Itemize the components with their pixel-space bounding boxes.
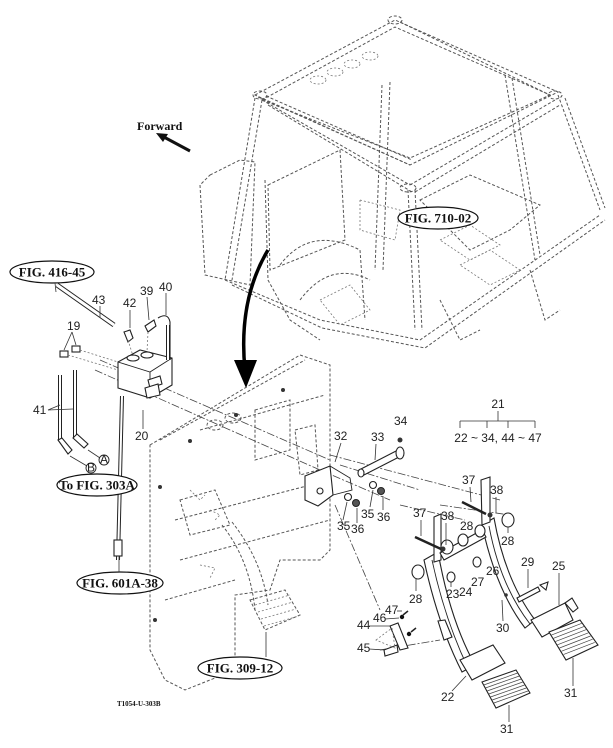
pad-rib	[492, 687, 527, 701]
pad-rib	[559, 635, 591, 649]
part-number: 29	[521, 555, 535, 569]
part-number: 30	[496, 621, 510, 635]
part-number: 36	[351, 522, 365, 536]
part-number: 28	[501, 534, 515, 548]
part-number: 41	[33, 403, 47, 417]
pad-rib	[493, 690, 529, 704]
part-number: 31	[564, 686, 578, 700]
part-number: 28	[409, 592, 423, 606]
ref-fig-601a-38[interactable]: FIG. 601A-38	[76, 556, 164, 595]
ref-label: To FIG. 303A	[59, 478, 135, 493]
part-number: 33	[371, 430, 385, 444]
pad-rib	[557, 632, 589, 646]
part-number: 44	[357, 618, 371, 632]
assembly-lines	[94, 359, 511, 651]
part-number: 37	[413, 506, 427, 520]
port-marker-b: B	[85, 461, 97, 475]
pad-rib	[483, 672, 518, 686]
ref-label: FIG. 710-02	[405, 211, 471, 226]
part-number: 34	[394, 414, 408, 428]
pad-rib	[550, 622, 583, 636]
part-number: 22	[441, 690, 455, 704]
pedal-assembly	[375, 476, 579, 681]
assembly-children: 22 ~ 34, 44 ~ 47	[454, 431, 542, 445]
cab-frame	[199, 15, 606, 349]
detail-arrow-icon	[234, 249, 270, 388]
part-number: 20	[135, 429, 149, 443]
forward-indicator: Forward	[137, 119, 191, 153]
ref-label: FIG. 309-12	[207, 661, 273, 676]
ref-label: FIG. 601A-38	[82, 576, 158, 591]
part-number: 19	[67, 319, 81, 333]
assembly-group-bracket: 21 22 ~ 34, 44 ~ 47	[454, 397, 542, 445]
part-number: 27	[471, 575, 485, 589]
part-number: 28	[460, 519, 474, 533]
pad-rib	[561, 638, 593, 652]
part-number: 25	[552, 559, 566, 573]
part-number: 47	[385, 603, 399, 617]
part-number: 37	[462, 473, 476, 487]
part-number: 45	[357, 641, 371, 655]
pad-rib	[553, 626, 585, 639]
part-number: 38	[441, 509, 455, 523]
part-number: 46	[373, 611, 387, 625]
pivot-bracket	[304, 437, 405, 507]
pedal-pad-left	[481, 669, 531, 709]
valve-assembly	[55, 282, 173, 561]
ref-fig-416-45[interactable]: FIG. 416-45	[9, 260, 95, 293]
part-number: 31	[500, 722, 514, 736]
ref-fig-710-02[interactable]: FIG. 710-02	[397, 206, 479, 230]
part-number: 43	[92, 293, 106, 307]
drawing-code: T1054-U-303B	[117, 700, 161, 708]
svg-text:A: A	[100, 453, 108, 467]
part-number: 40	[159, 280, 173, 294]
part-numbers: 19 20 41 43 42 39 40 32 33 34 35 36 35 3…	[33, 280, 578, 736]
pedal-bracket-panel	[149, 354, 331, 691]
pad-rib	[486, 678, 522, 692]
part-number: 35	[361, 507, 375, 521]
svg-text:B: B	[87, 461, 95, 475]
part-number-21: 21	[491, 397, 505, 411]
pad-rib	[555, 629, 587, 642]
part-number: 26	[486, 564, 500, 578]
part-number: 38	[490, 483, 504, 497]
arrow-head-icon	[156, 133, 168, 142]
ref-to-fig-303a[interactable]: To FIG. 303A	[56, 473, 138, 497]
forward-arrow-icon	[161, 134, 191, 153]
pad-rib	[490, 684, 525, 698]
port-marker-a: A	[98, 453, 110, 467]
pad-rib	[563, 642, 595, 655]
ref-fig-309-12[interactable]: FIG. 309-12	[197, 632, 283, 680]
forward-label: Forward	[137, 119, 183, 133]
pad-rib	[485, 675, 520, 689]
ref-label: FIG. 416-45	[19, 265, 86, 280]
part-number: 42	[123, 296, 137, 310]
part-number: 39	[140, 284, 154, 298]
part-number: 35	[337, 519, 351, 533]
part-number: 24	[459, 585, 473, 599]
part-number: 32	[334, 429, 348, 443]
part-number: 36	[377, 510, 391, 524]
pad-rib	[488, 681, 523, 695]
pedal-pad-right	[548, 619, 599, 661]
part-number: 23	[446, 587, 460, 601]
